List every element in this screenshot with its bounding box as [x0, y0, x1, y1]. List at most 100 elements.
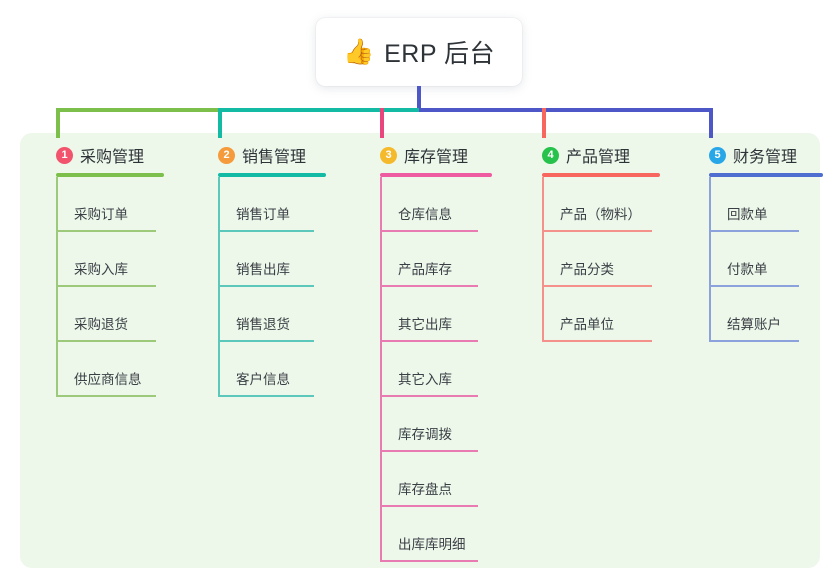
thumbs-up-icon: 👍: [342, 38, 375, 66]
leaf-underline: [56, 395, 156, 397]
leaf-underline: [218, 340, 314, 342]
leaf-underline: [380, 450, 478, 452]
leaf-node-label: 其它入库: [398, 372, 452, 387]
branch-leaf-list: 采购订单采购入库采购退货供应商信息: [56, 177, 164, 397]
leaf-node-label: 出库库明细: [398, 537, 466, 552]
leaf-node[interactable]: 其它出库: [380, 287, 492, 342]
branch-index-badge: 5: [709, 146, 726, 164]
branch-leaf-list: 仓库信息产品库存其它出库其它入库库存调拨库存盘点出库库明细: [380, 177, 492, 562]
leaf-underline: [218, 395, 314, 397]
branch-spine: [380, 177, 382, 562]
leaf-node[interactable]: 采购入库: [56, 232, 164, 287]
leaf-underline: [380, 395, 478, 397]
branch-spine: [542, 177, 544, 342]
leaf-underline: [380, 230, 478, 232]
leaf-underline: [380, 505, 478, 507]
leaf-node[interactable]: 结算账户: [709, 287, 823, 342]
branch-leaf-list: 产品（物料） 产品分类产品单位: [542, 177, 660, 342]
leaf-underline: [56, 340, 156, 342]
leaf-node[interactable]: 产品分类: [542, 232, 660, 287]
leaf-underline: [380, 285, 478, 287]
branch-underline: [709, 173, 823, 177]
branch-underline: [542, 173, 660, 177]
column-drop-line: [56, 108, 60, 138]
leaf-node[interactable]: 产品（物料）: [542, 177, 660, 232]
leaf-node-label: 结算账户: [727, 317, 781, 332]
branch-header[interactable]: 3 库存管理: [362, 144, 492, 166]
leaf-underline: [542, 230, 652, 232]
leaf-underline: [380, 340, 478, 342]
bus-segment-teal: [220, 108, 419, 112]
root-drop-line: [417, 86, 421, 110]
leaf-node[interactable]: 产品单位: [542, 287, 660, 342]
leaf-node[interactable]: 销售退货: [218, 287, 326, 342]
leaf-node[interactable]: 库存调拨: [380, 397, 492, 452]
leaf-node-label: 采购退货: [74, 317, 128, 332]
leaf-node[interactable]: 库存盘点: [380, 452, 492, 507]
leaf-node-label: 采购入库: [74, 262, 128, 277]
leaf-node-label: 供应商信息: [74, 372, 142, 387]
bus-segment-green: [58, 108, 220, 112]
bus-segment-blue: [419, 108, 713, 112]
leaf-node[interactable]: 销售出库: [218, 232, 326, 287]
leaf-node[interactable]: 销售订单: [218, 177, 326, 232]
leaf-node[interactable]: 付款单: [709, 232, 823, 287]
leaf-underline: [218, 230, 314, 232]
leaf-node[interactable]: 仓库信息: [380, 177, 492, 232]
column-drop-line: [709, 108, 713, 138]
leaf-node[interactable]: 供应商信息: [56, 342, 164, 397]
leaf-node-label: 销售退货: [236, 317, 290, 332]
branch-index-badge: 4: [542, 146, 559, 164]
leaf-node-label: 库存调拨: [398, 427, 452, 442]
leaf-node-label: 产品分类: [560, 262, 614, 277]
leaf-node[interactable]: 回款单: [709, 177, 823, 232]
branch-underline: [380, 173, 492, 177]
leaf-node[interactable]: 产品库存: [380, 232, 492, 287]
branch-title: 销售管理: [242, 149, 307, 166]
branch-spine: [218, 177, 220, 397]
branch-column: 4 产品管理产品（物料） 产品分类产品单位: [524, 144, 660, 342]
branch-column: 3 库存管理仓库信息产品库存其它出库其它入库库存调拨库存盘点出库库明细: [362, 144, 492, 562]
branch-title: 库存管理: [404, 149, 469, 166]
leaf-node-label: 产品（物料）: [560, 207, 641, 222]
leaf-node[interactable]: 其它入库: [380, 342, 492, 397]
root-node-title: ERP 后台: [384, 40, 496, 68]
branch-index-badge: 3: [380, 146, 397, 164]
branch-leaf-list: 销售订单销售出库销售退货客户信息: [218, 177, 326, 397]
leaf-node[interactable]: 客户信息: [218, 342, 326, 397]
leaf-node[interactable]: 采购退货: [56, 287, 164, 342]
column-drop-line: [380, 108, 384, 138]
branch-index-badge: 1: [56, 146, 73, 164]
leaf-node-label: 采购订单: [74, 207, 128, 222]
column-drop-line: [218, 108, 222, 138]
branch-underline: [218, 173, 326, 177]
branch-header[interactable]: 4 产品管理: [524, 144, 660, 166]
leaf-node-label: 销售出库: [236, 262, 290, 277]
leaf-underline: [56, 230, 156, 232]
leaf-node-label: 客户信息: [236, 372, 290, 387]
leaf-underline: [709, 285, 799, 287]
leaf-node[interactable]: 出库库明细: [380, 507, 492, 562]
leaf-node-label: 产品库存: [398, 262, 452, 277]
column-drop-line: [542, 108, 546, 138]
branch-underline: [56, 173, 164, 177]
branch-spine: [56, 177, 58, 397]
root-node-card[interactable]: 👍 ERP 后台: [316, 18, 522, 86]
leaf-node-label: 仓库信息: [398, 207, 452, 222]
branch-leaf-list: 回款单付款单结算账户: [709, 177, 823, 342]
leaf-node-label: 销售订单: [236, 207, 290, 222]
leaf-underline: [542, 285, 652, 287]
leaf-node[interactable]: 采购订单: [56, 177, 164, 232]
leaf-node-label: 其它出库: [398, 317, 452, 332]
leaf-underline: [56, 285, 156, 287]
leaf-underline: [709, 230, 799, 232]
branch-title: 产品管理: [566, 149, 631, 166]
leaf-underline: [380, 560, 478, 562]
